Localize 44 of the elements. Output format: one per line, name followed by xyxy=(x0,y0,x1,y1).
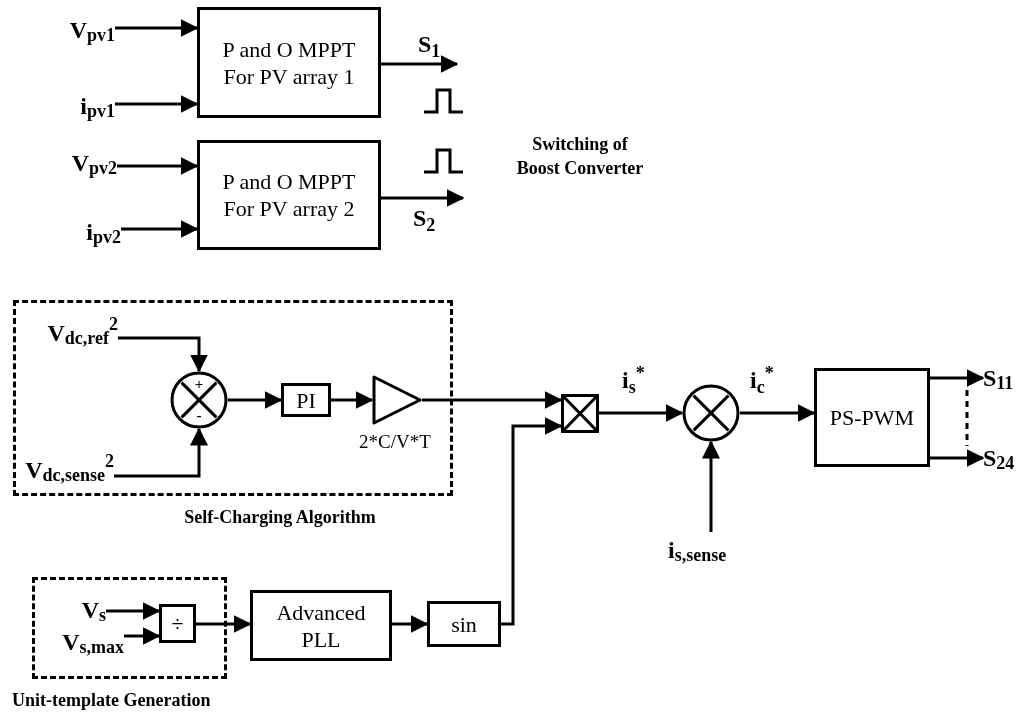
pll-block: Advanced PLL xyxy=(250,590,392,661)
arrow xyxy=(106,602,161,620)
arrow xyxy=(740,404,816,422)
group-caption: Unit-template Generation xyxy=(12,689,212,711)
signal-label: i$_{pv2}$ xyxy=(70,214,121,250)
sine-block: sin xyxy=(427,601,501,647)
arrow xyxy=(118,336,208,373)
arrow xyxy=(196,615,252,633)
arrow xyxy=(930,369,985,387)
arrow xyxy=(702,440,720,532)
arrow xyxy=(228,391,283,409)
signal-label: i$_{s,sense}$ xyxy=(668,532,764,568)
divider-block: ÷ xyxy=(159,604,196,643)
arrow xyxy=(381,189,465,207)
multiplier-block xyxy=(561,394,599,433)
arrow xyxy=(124,627,161,645)
mppt-block: P and O MPPT For PV array 1 xyxy=(197,7,381,118)
signal-label: i$_{pv1}$ xyxy=(65,88,115,124)
arrow xyxy=(331,391,374,409)
signal-label: V$_{pv2}$ xyxy=(55,144,117,182)
arrow xyxy=(381,55,459,73)
gain-value-label: 2*C/V*T xyxy=(358,432,432,452)
signal-label: S$_{11}$ xyxy=(983,360,1029,396)
arrow xyxy=(121,220,199,238)
plus-sign: + xyxy=(194,377,204,391)
pi-controller-block: PI xyxy=(281,383,331,417)
pwm-block: PS-PWM xyxy=(814,368,930,467)
arrow xyxy=(114,427,208,478)
arrow xyxy=(422,391,563,409)
arrow xyxy=(930,449,985,467)
gain-block xyxy=(372,375,422,425)
mppt-block: P and O MPPT For PV array 2 xyxy=(197,140,381,250)
minus-sign: - xyxy=(196,408,202,422)
arrow xyxy=(115,19,199,37)
arrow xyxy=(115,95,199,113)
signal-label: V$_{pv1}$ xyxy=(55,10,115,50)
summing-junction xyxy=(682,384,740,442)
signal-label: S$_{24}$ xyxy=(983,440,1029,476)
arrow xyxy=(117,157,199,175)
arrow xyxy=(392,615,429,633)
arrow xyxy=(599,404,684,422)
arrow xyxy=(501,417,563,626)
caption-text: Switching of Boost Converter xyxy=(515,133,645,180)
group-caption: Self-Charging Algorithm xyxy=(183,506,377,528)
